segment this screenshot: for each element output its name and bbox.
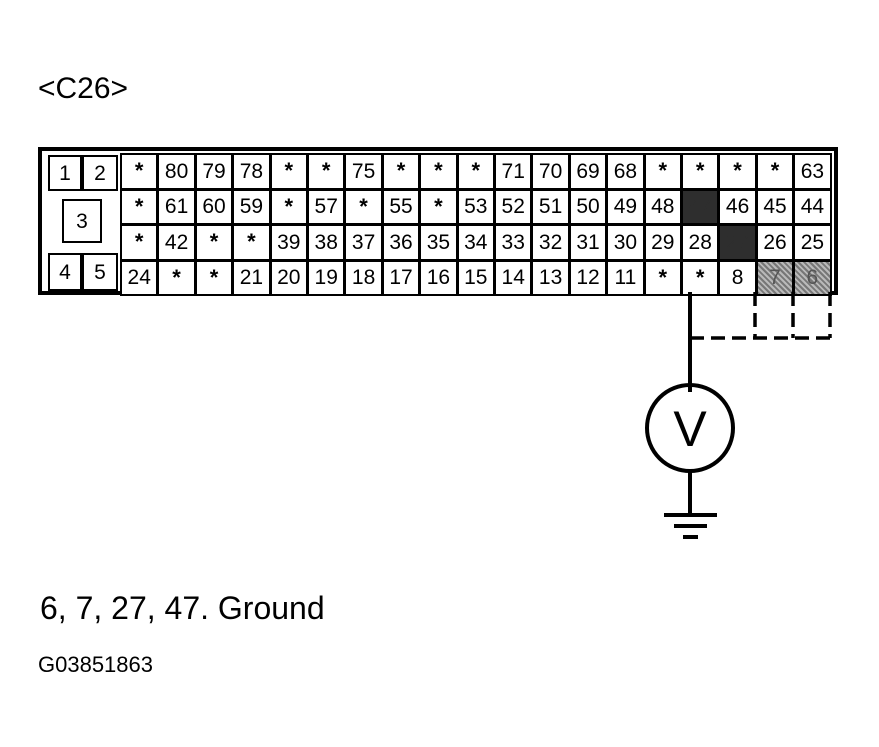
pin-unused: *	[120, 188, 159, 225]
pin-18: 18	[344, 259, 383, 296]
pin-3: 3	[62, 199, 102, 243]
pin-6: 6	[793, 259, 832, 296]
pin-45: 45	[755, 188, 795, 225]
pin-unused: *	[232, 224, 271, 261]
pin-42: 42	[157, 224, 196, 261]
pin-unused: *	[755, 153, 795, 190]
pin-21: 21	[232, 259, 271, 296]
pin-24: 24	[120, 259, 159, 296]
pin-59: 59	[232, 188, 271, 225]
pin-unused: *	[194, 224, 234, 261]
pin-14: 14	[494, 259, 533, 296]
pin-8: 8	[718, 259, 757, 296]
ground-icon	[664, 513, 717, 539]
pin-unused: *	[269, 153, 308, 190]
pin-unused: *	[681, 259, 720, 296]
pin-unused: *	[194, 259, 234, 296]
pin-unused: *	[419, 188, 458, 225]
pin-19: 19	[307, 259, 346, 296]
ground-legend: 6, 7, 27, 47. Ground	[40, 590, 325, 626]
figure-code: G03851863	[38, 652, 153, 677]
pin-1: 1	[48, 155, 82, 191]
pin-unused: *	[643, 259, 682, 296]
pin-5: 5	[82, 253, 118, 291]
pin-70: 70	[531, 153, 570, 190]
pin-11: 11	[606, 259, 645, 296]
pin-39: 39	[269, 224, 308, 261]
connector-title: <C26>	[38, 72, 129, 105]
pin-4: 4	[48, 253, 82, 291]
pin-unused: *	[269, 188, 308, 225]
pin-12: 12	[568, 259, 608, 296]
pin-unused: *	[120, 224, 159, 261]
pin-37: 37	[344, 224, 383, 261]
pin-unused: *	[718, 153, 757, 190]
pin-32: 32	[531, 224, 570, 261]
pin-29: 29	[643, 224, 682, 261]
pin-25: 25	[793, 224, 832, 261]
pin-20: 20	[269, 259, 308, 296]
pin-44: 44	[793, 188, 832, 225]
pin-75: 75	[344, 153, 383, 190]
pin-36: 36	[381, 224, 421, 261]
pin-16: 16	[419, 259, 458, 296]
pin-28: 28	[681, 224, 720, 261]
pin-78: 78	[232, 153, 271, 190]
pin-15: 15	[456, 259, 495, 296]
pin-7: 7	[755, 259, 795, 296]
pin-13: 13	[531, 259, 570, 296]
pin-48: 48	[643, 188, 682, 225]
pin-unused: *	[120, 153, 159, 190]
pin-31: 31	[568, 224, 608, 261]
pin-2: 2	[82, 155, 118, 191]
pin-57: 57	[307, 188, 346, 225]
pin-unused: *	[157, 259, 196, 296]
voltmeter-symbol: V	[673, 401, 707, 457]
pin-17: 17	[381, 259, 421, 296]
jumper-wires	[690, 292, 832, 340]
pin-49: 49	[606, 188, 645, 225]
pin-53: 53	[456, 188, 495, 225]
pin-26: 26	[755, 224, 795, 261]
pin-unused: *	[643, 153, 682, 190]
pin-34: 34	[456, 224, 495, 261]
pin-69: 69	[568, 153, 608, 190]
pin-33: 33	[494, 224, 533, 261]
pin-61: 61	[157, 188, 196, 225]
